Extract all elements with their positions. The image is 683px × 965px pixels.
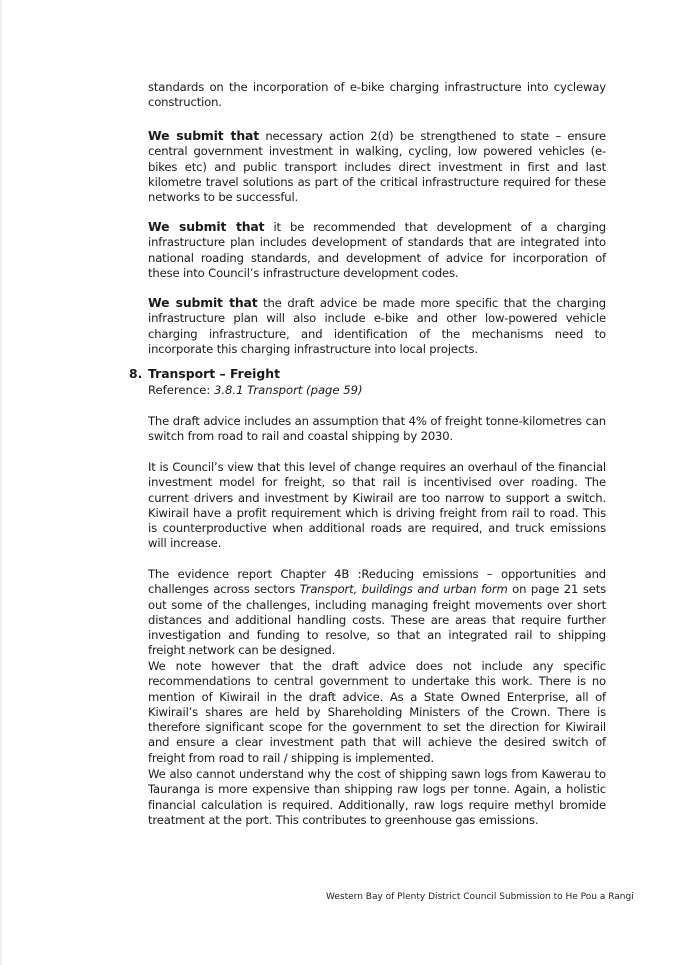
paragraph-council-view: It is Council’s view that this level of …: [148, 460, 606, 552]
submission-ebike-charging: We submit that the draft advice be made …: [148, 295, 606, 357]
paragraph-text: necessary action 2(d) be strengthened to…: [148, 129, 606, 205]
paragraph-kiwirail: We note however that the draft advice do…: [148, 659, 606, 766]
scan-edge: [0, 0, 2, 965]
paragraph-text: We note however that the draft advice do…: [148, 659, 606, 765]
submission-lead: We submit that: [148, 128, 259, 143]
paragraph-ebike-standards: standards on the incorporation of e-bike…: [148, 80, 606, 111]
section-number: 8.: [129, 366, 143, 381]
submission-charging-plan: We submit that it be recommended that de…: [148, 219, 606, 281]
paragraph-text: on page 21 sets out some of the challeng…: [148, 582, 606, 658]
report-title: Transport, buildings and urban form: [299, 582, 508, 597]
reference-value: 3.8.1 Transport (page 59): [213, 383, 363, 397]
paragraph-logs: We also cannot understand why the cost o…: [148, 767, 606, 828]
paragraph-text: it be recommended that development of a …: [148, 220, 606, 280]
paragraph-freight-assumption: The draft advice includes an assumption …: [148, 414, 606, 445]
submission-lead: We submit that: [148, 219, 265, 234]
paragraph-text: the draft advice be made more specific t…: [148, 296, 606, 356]
reference-label: Reference:: [148, 383, 214, 397]
section-title: Transport – Freight: [148, 366, 281, 381]
submission-lead: We submit that: [148, 295, 258, 310]
paragraph-text: The draft advice includes an assumption …: [148, 414, 606, 444]
paragraph-text: It is Council’s view that this level of …: [148, 460, 606, 551]
paragraph-text: We also cannot understand why the cost o…: [148, 767, 606, 827]
paragraph-text: standards on the incorporation of e-bike…: [148, 80, 606, 110]
paragraph-evidence-report: The evidence report Chapter 4B :Reducing…: [148, 567, 606, 659]
submission-action-2d: We submit that necessary action 2(d) be …: [148, 128, 606, 205]
section-heading: 8. Transport – Freight: [129, 366, 280, 381]
section-reference: Reference: 3.8.1 Transport (page 59): [148, 383, 363, 397]
page-footer: Western Bay of Plenty District Council S…: [326, 892, 634, 902]
paragraph-text: The evidence report Chapter 4B :Reducing…: [148, 567, 606, 597]
